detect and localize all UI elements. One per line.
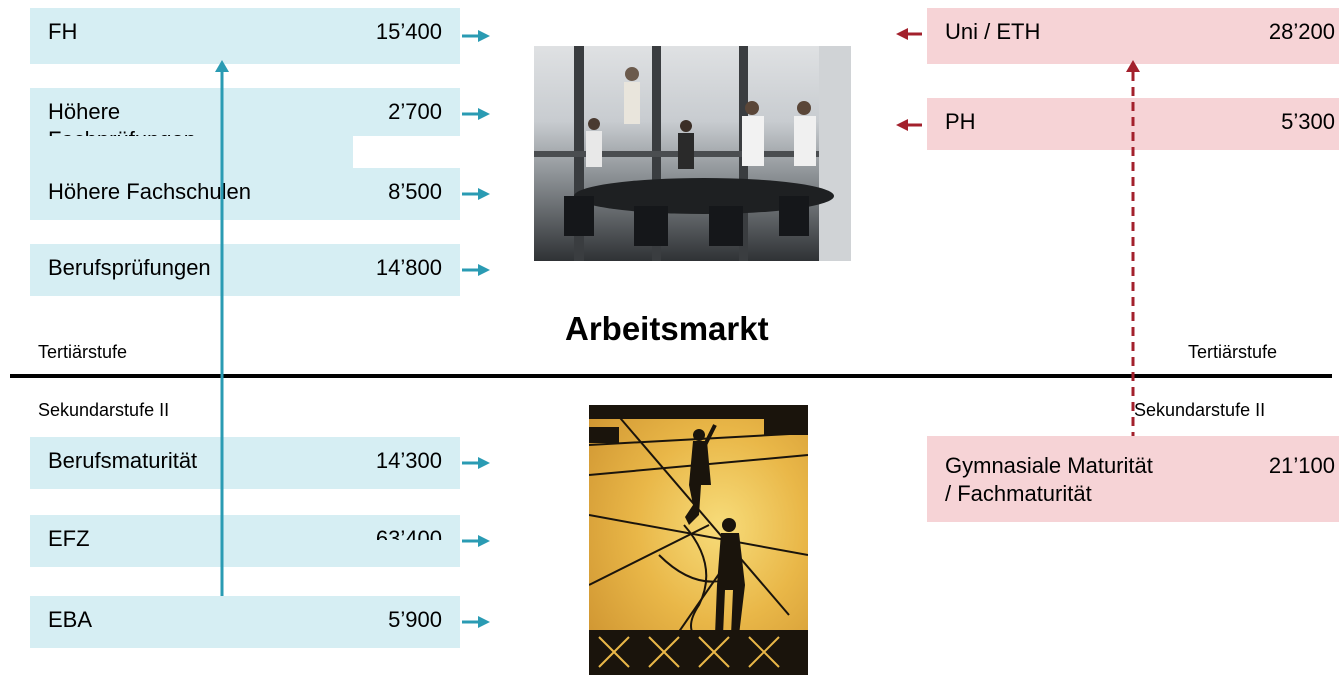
arrow-uni-eth-icon — [896, 28, 922, 40]
arrow-efz-icon — [462, 535, 490, 547]
box-label: Uni / ETH — [945, 19, 1041, 44]
line-workers-illustration — [589, 405, 808, 675]
box-berufspruefungen: Berufsprüfungen 14’800 — [30, 244, 460, 296]
center-title: Arbeitsmarkt — [565, 310, 769, 347]
label-sekundarstufe-right: Sekundarstufe II — [1134, 400, 1266, 420]
box-gymnasiale-maturitaet: Gymnasiale Maturität / Fachmaturität 21’… — [927, 436, 1339, 522]
level-divider — [10, 374, 1332, 378]
label-sekundarstufe-left: Sekundarstufe II — [38, 400, 170, 420]
box-uni-eth: Uni / ETH 28’200 — [927, 8, 1339, 64]
box-value: 8’500 — [388, 179, 442, 204]
box-value: 2’700 — [388, 99, 442, 124]
label-tertiaerstufe-right: Tertiärstufe — [1188, 342, 1278, 362]
box-label: Berufsprüfungen — [48, 255, 211, 280]
label-tertiaerstufe-left: Tertiärstufe — [38, 342, 128, 362]
box-hoehere-fachschulen: Höhere Fachschulen 8’500 — [30, 168, 460, 220]
box-label: EBA — [48, 607, 93, 632]
up-arrow-red-icon — [1126, 60, 1140, 72]
box-eba: EBA 5’900 — [30, 596, 460, 648]
box-label: PH — [945, 109, 976, 134]
line-workers-photo — [589, 405, 808, 675]
arrow-eba-icon — [462, 616, 490, 628]
box-label: EFZ — [48, 526, 90, 551]
box-value: 15’400 — [375, 19, 442, 44]
box-berufsmaturitaet: Berufsmaturität 14’300 — [30, 437, 460, 489]
arrow-hf-pruefungen-icon — [462, 108, 490, 120]
meeting-room-illustration — [534, 46, 851, 261]
meeting-room-photo — [534, 46, 851, 261]
box-value: 5’300 — [1281, 109, 1335, 134]
box-label: FH — [48, 19, 78, 44]
box-efz-ext — [247, 540, 460, 567]
box-value: 21’100 — [1268, 453, 1335, 478]
arrow-berufspruefungen-icon — [462, 264, 490, 276]
box-label: Gymnasiale Maturität / Fachmaturität — [945, 453, 1153, 506]
arrow-hf-schulen-icon — [462, 188, 490, 200]
box-value: 5’900 — [388, 607, 442, 632]
box-value: 14’800 — [375, 255, 442, 280]
arrow-ph-icon — [896, 119, 922, 131]
box-fh: FH 15’400 — [30, 8, 460, 64]
box-value: 28’200 — [1268, 19, 1335, 44]
box-value: 14’300 — [375, 448, 442, 473]
arrow-berufsmaturitaet-icon — [462, 457, 490, 469]
arrow-fh-icon — [462, 30, 490, 42]
box-label: Berufsmaturität — [48, 448, 198, 473]
box-label: Höhere Fachschulen — [48, 179, 252, 204]
up-arrow-icon — [215, 60, 229, 72]
